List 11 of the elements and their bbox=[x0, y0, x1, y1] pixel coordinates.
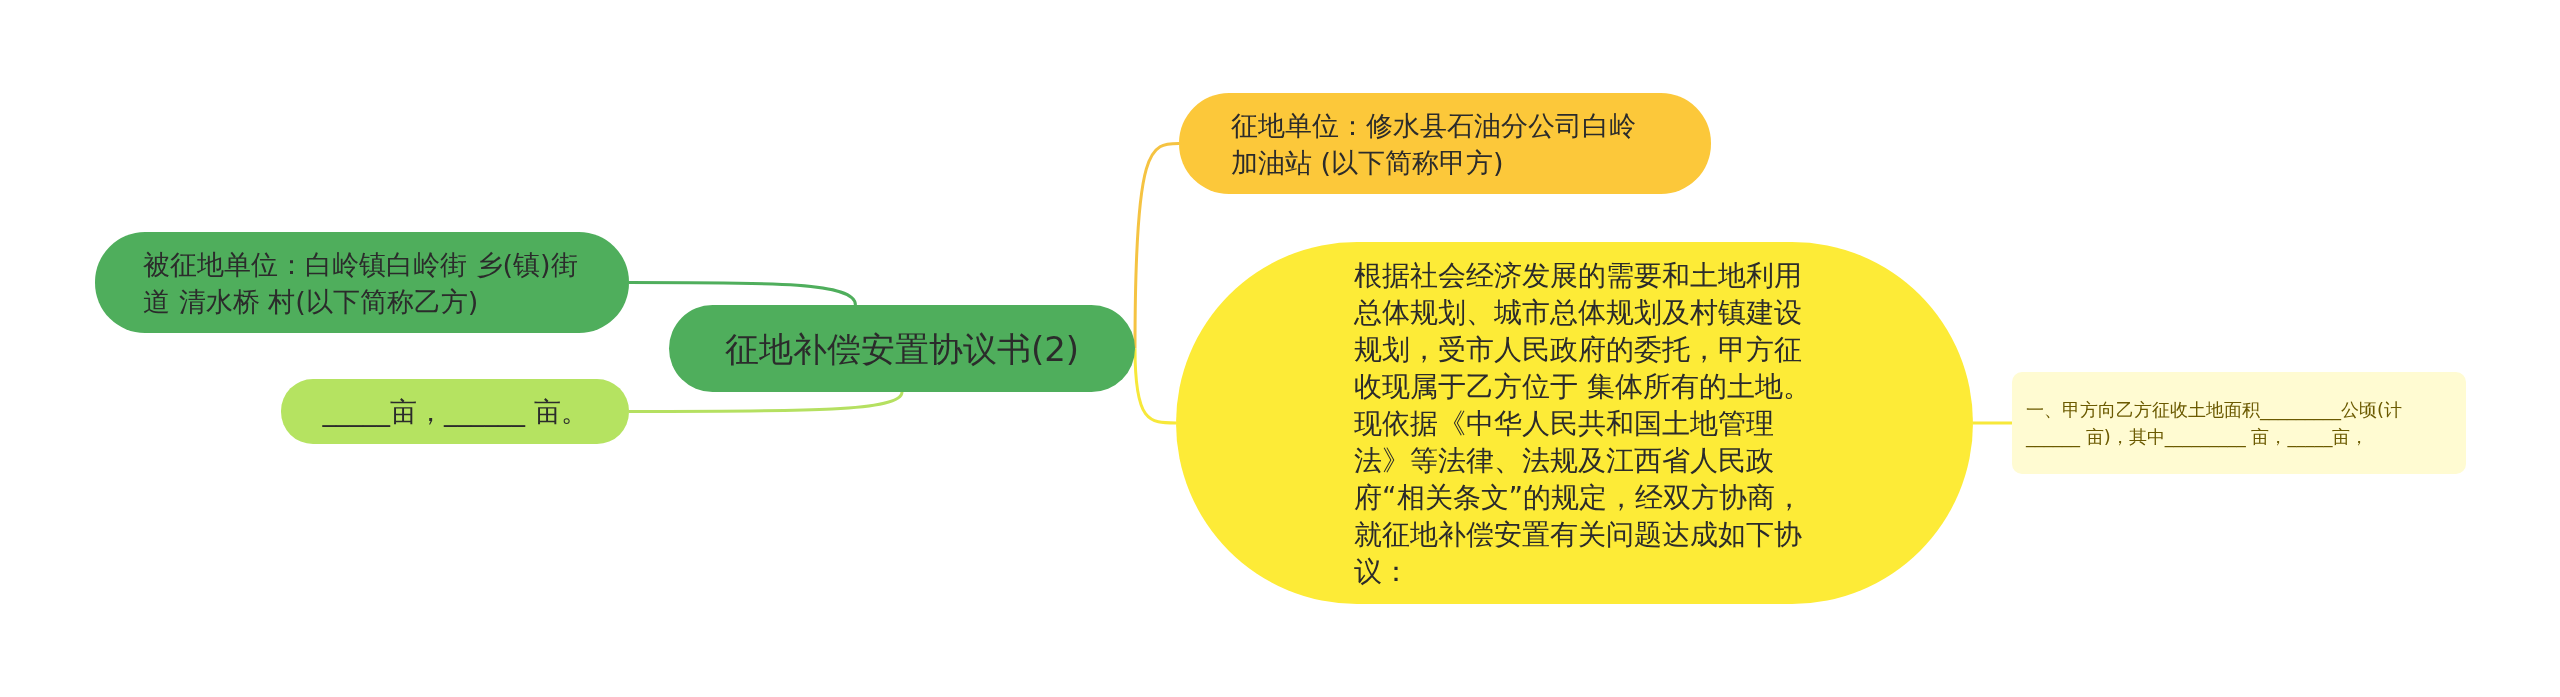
note-box: 一、甲方向乙方征收土地面积_________公顷(计______ 亩)，其中_________ 亩，_____亩， bbox=[2012, 372, 2466, 474]
connector-line bbox=[1973, 421, 2012, 425]
connector-line bbox=[1133, 348, 1176, 425]
connector-line bbox=[1133, 142, 1180, 349]
topic-box: 被征地单位：白岭镇白岭街 乡(镇)街道 清水桥 村(以下简称乙方) bbox=[95, 232, 629, 333]
topic-box: 征地补偿安置协议书(2) bbox=[669, 305, 1135, 392]
topic-box: 征地单位：修水县石油分公司白岭加油站 (以下简称甲方) bbox=[1179, 93, 1711, 194]
topic-box: _____亩，______ 亩。 bbox=[281, 379, 629, 444]
connector-line bbox=[629, 281, 857, 306]
connector-line bbox=[629, 391, 904, 413]
topic-box: 根据社会经济发展的需要和土地利用总体规划、城市总体规划及村镇建设规划，受市人民政府的委托，甲方征收现属于乙方位于 集体所有的土地。现依据《中华人民共和国土地管理法》等法律、法规及江西省人民政府“相关条文”的规定，经双方协商，就征地补偿安置有关问题达成如下协议： bbox=[1176, 242, 1973, 604]
